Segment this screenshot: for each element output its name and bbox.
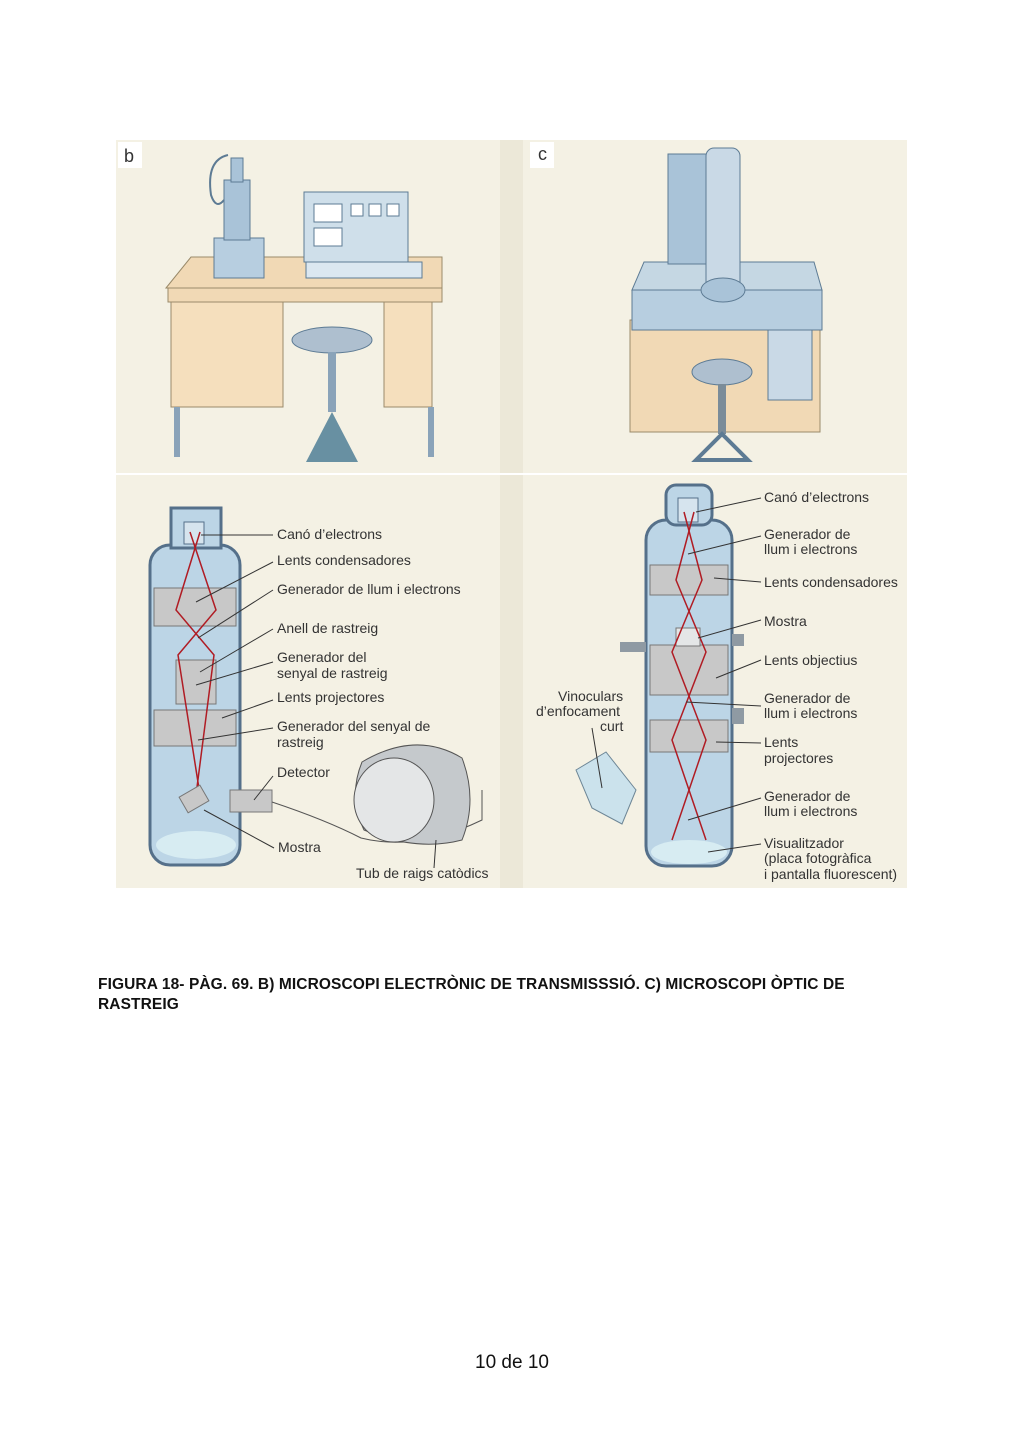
label-lents-projectores-c-line1: Lents	[764, 734, 798, 750]
label-generador-senyal-de-line2: rastreig	[277, 734, 324, 750]
label-cano-b: Canó d’electrons	[277, 526, 382, 542]
label-anell-rastreig: Anell de rastreig	[277, 620, 378, 636]
label-generador-llum-b: Generador de llum i electrons	[277, 581, 461, 597]
label-generador-c2-line1: Generador de	[764, 690, 851, 706]
label-generador-c2-line2: llum i electrons	[764, 705, 857, 721]
figure-illustration: b c	[116, 140, 907, 888]
label-visualitzador-line3: i pantalla fluorescent)	[764, 866, 897, 882]
label-detector: Detector	[277, 764, 330, 780]
panel-divider	[500, 140, 523, 888]
page-number: 10 de 10	[475, 1352, 549, 1373]
panel-c-letter: c	[538, 144, 547, 164]
label-vinoculars-line1: Vinoculars	[558, 688, 623, 704]
panel-c-instrument-illustration	[629, 147, 823, 462]
label-lents-condensadores-b: Lents condensadores	[277, 552, 411, 568]
label-mostra-c: Mostra	[764, 613, 807, 629]
label-tub-raigs: Tub de raigs catòdics	[356, 865, 489, 881]
label-generador-senyal-de-line1: Generador del senyal de	[277, 718, 431, 734]
label-visualitzador-line2: (placa fotogràfica	[764, 850, 872, 866]
label-vinoculars-line2: d’enfocament	[536, 703, 620, 719]
label-generador-c1-line2: llum i electrons	[764, 541, 857, 557]
label-generador-senyal-line2: senyal de rastreig	[277, 665, 388, 681]
label-generador-c1-line1: Generador de	[764, 526, 851, 542]
label-mostra-b: Mostra	[278, 839, 321, 855]
microscope-figure: b c	[116, 140, 907, 888]
label-generador-senyal-line1: Generador del	[277, 649, 367, 665]
label-vinoculars-line3: curt	[600, 718, 623, 734]
label-lents-objectius: Lents objectius	[764, 652, 857, 668]
panel-b-letter: b	[124, 146, 134, 166]
panel-c-leader-lines	[591, 497, 762, 853]
figure-caption: FIGURA 18- PÀG. 69. B) MICROSCOPI ELECTR…	[98, 976, 845, 1013]
panel-b-leader-lines	[195, 534, 437, 869]
panel-b-desk-illustration	[164, 154, 443, 462]
label-generador-c3-line1: Generador de	[764, 788, 851, 804]
label-lents-projectores-c-line2: projectores	[764, 750, 833, 766]
label-cano-c: Canó d’electrons	[764, 489, 869, 505]
label-lents-condensadores-c: Lents condensadores	[764, 574, 898, 590]
label-generador-c3-line2: llum i electrons	[764, 803, 857, 819]
label-lents-projectores-b: Lents projectores	[277, 689, 384, 705]
label-visualitzador-line1: Visualitzador	[764, 835, 844, 851]
panel-c-column-diagram	[575, 483, 744, 868]
